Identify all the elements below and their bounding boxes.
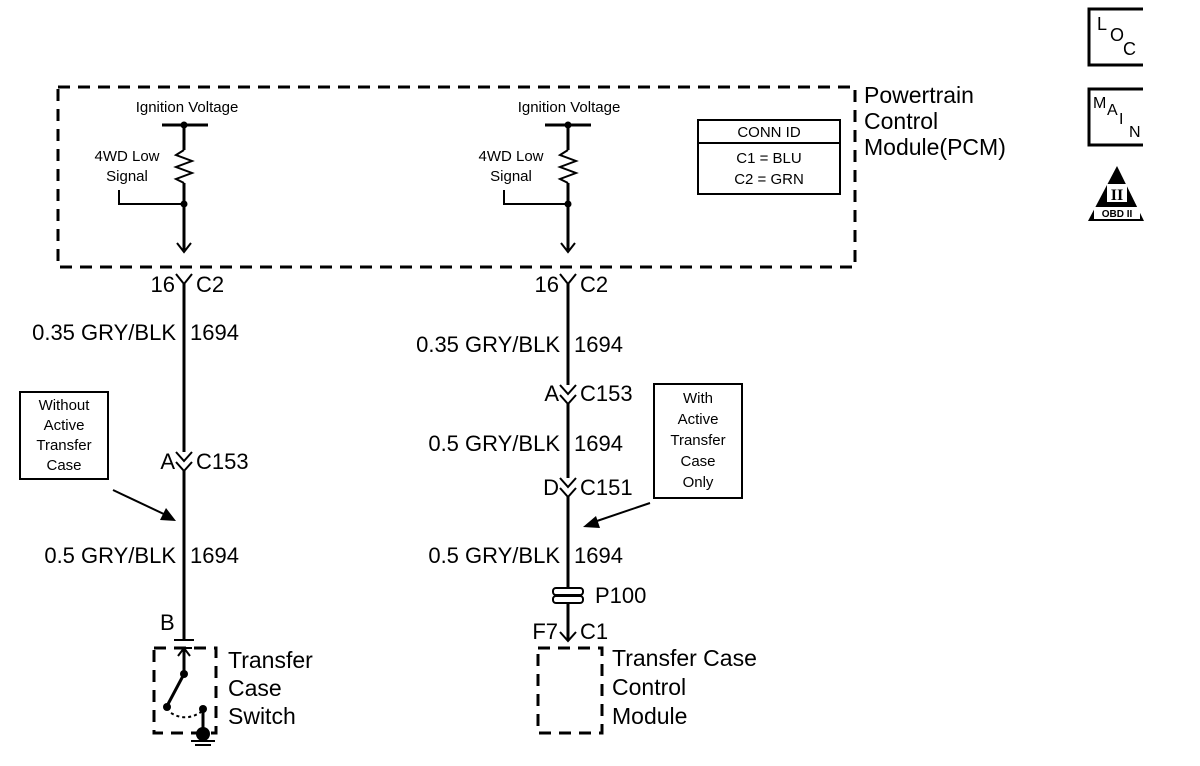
switch-label-2: Case bbox=[228, 675, 282, 701]
pcm-name: Powertrain Control Module(PCM) bbox=[864, 82, 1006, 160]
right-wire2-gauge: 0.5 GRY/BLK bbox=[428, 431, 560, 456]
right-note-line-5: Only bbox=[683, 474, 714, 491]
splice-label: P100 bbox=[595, 583, 646, 608]
right-signal-label-2: Signal bbox=[490, 168, 532, 185]
right-ignition-voltage-label: Ignition Voltage bbox=[518, 99, 621, 116]
tccm-box bbox=[536, 646, 604, 735]
right-circuit: 16 C2 0.35 GRY/BLK 1694 A C153 0.5 GRY/B… bbox=[416, 272, 757, 735]
pcm-name-line-2: Control bbox=[864, 108, 938, 134]
right-note-line-1: With bbox=[683, 390, 713, 407]
svg-text:I: I bbox=[1119, 111, 1123, 128]
svg-text:A: A bbox=[1107, 102, 1118, 119]
switch-label-3: Switch bbox=[228, 703, 296, 729]
left-wire2-gauge: 0.5 GRY/BLK bbox=[44, 543, 176, 568]
right-pcm-pin: 16 bbox=[535, 272, 559, 297]
left-note-line-3: Transfer bbox=[36, 437, 91, 454]
right-pullup-resistor bbox=[557, 149, 579, 184]
left-arrow bbox=[176, 242, 192, 254]
left-wire1-circuit: 1694 bbox=[190, 320, 239, 345]
left-pcm-conn: C2 bbox=[196, 272, 224, 297]
ground-symbol bbox=[196, 727, 210, 741]
obd-ii-badge[interactable]: II OBD II bbox=[1088, 166, 1144, 221]
left-note-box bbox=[19, 391, 109, 480]
left-end-pin: B bbox=[160, 610, 175, 635]
left-c153-conn: C153 bbox=[196, 449, 249, 474]
tccm-label-1: Transfer Case bbox=[612, 645, 757, 671]
splice-p100-symbol bbox=[552, 587, 584, 596]
left-ignition-voltage-label: Ignition Voltage bbox=[136, 99, 239, 116]
right-wire1-circuit: 1694 bbox=[574, 332, 623, 357]
pcm-boundary bbox=[56, 85, 857, 269]
right-c153-pin: A bbox=[544, 381, 559, 406]
svg-text:O: O bbox=[1110, 25, 1124, 45]
right-pcm-conn: C2 bbox=[580, 272, 608, 297]
left-signal-label-2: Signal bbox=[106, 168, 148, 185]
tccm-label-3: Module bbox=[612, 703, 687, 729]
right-end-conn: C1 bbox=[580, 619, 608, 644]
conn-id-row-1: C1 = BLU bbox=[736, 150, 801, 167]
left-c153-symbol bbox=[175, 451, 193, 463]
svg-text:C: C bbox=[1123, 39, 1136, 59]
left-note-line-1: Without bbox=[39, 397, 91, 414]
left-pcm-pin: 16 bbox=[151, 272, 175, 297]
conn-id-title: CONN ID bbox=[737, 124, 801, 141]
right-wire2-circuit: 1694 bbox=[574, 431, 623, 456]
left-circuit: 16 C2 0.35 GRY/BLK 1694 A C153 0.5 GRY/B… bbox=[19, 272, 313, 746]
obd-caption: OBD II bbox=[1102, 209, 1133, 220]
pcm-name-line-3: Module(PCM) bbox=[864, 134, 1006, 160]
right-wire1-gauge: 0.35 GRY/BLK bbox=[416, 332, 560, 357]
svg-text:L: L bbox=[1097, 14, 1107, 34]
left-wire2-circuit: 1694 bbox=[190, 543, 239, 568]
left-pullup-resistor bbox=[173, 149, 195, 184]
right-c151-conn: C151 bbox=[580, 475, 633, 500]
left-signal-line bbox=[118, 190, 184, 205]
left-pcm-connector-symbol bbox=[175, 273, 193, 286]
right-wire3-circuit: 1694 bbox=[574, 543, 623, 568]
right-c151-pin: D bbox=[543, 475, 559, 500]
left-signal-label-1: 4WD Low bbox=[94, 148, 159, 165]
right-signal-label-1: 4WD Low bbox=[478, 148, 543, 165]
main-badge[interactable]: M A I N bbox=[1087, 87, 1143, 147]
svg-text:N: N bbox=[1129, 124, 1141, 141]
tccm-label-2: Control bbox=[612, 674, 686, 700]
loc-badge[interactable]: L O C bbox=[1087, 7, 1143, 67]
right-note-arrow bbox=[593, 502, 651, 523]
switch-label-1: Transfer bbox=[228, 647, 313, 673]
conn-id-table: CONN ID C1 = BLU C2 = GRN bbox=[697, 119, 841, 195]
right-end-pin: F7 bbox=[532, 619, 558, 644]
right-note-box bbox=[653, 383, 743, 499]
right-wire3-gauge: 0.5 GRY/BLK bbox=[428, 543, 560, 568]
left-note-line-4: Case bbox=[46, 457, 81, 474]
right-note-line-4: Case bbox=[680, 453, 715, 470]
left-note-arrow bbox=[112, 489, 169, 517]
pcm-name-line-1: Powertrain bbox=[864, 82, 974, 108]
right-c153-conn: C153 bbox=[580, 381, 633, 406]
right-note-line-2: Active bbox=[678, 411, 719, 428]
right-note-line-3: Transfer bbox=[670, 432, 725, 449]
left-c153-pin: A bbox=[160, 449, 175, 474]
left-note-line-2: Active bbox=[44, 417, 85, 434]
left-wire1-gauge: 0.35 GRY/BLK bbox=[32, 320, 176, 345]
obd-numeral: II bbox=[1111, 187, 1123, 204]
svg-text:M: M bbox=[1093, 95, 1106, 112]
conn-id-row-2: C2 = GRN bbox=[734, 171, 804, 188]
right-pcm-internal: Ignition Voltage 4WD Low Signal bbox=[478, 99, 621, 254]
switch-blade bbox=[165, 673, 186, 707]
left-pcm-internal: Ignition Voltage 4WD Low Signal bbox=[94, 99, 239, 254]
